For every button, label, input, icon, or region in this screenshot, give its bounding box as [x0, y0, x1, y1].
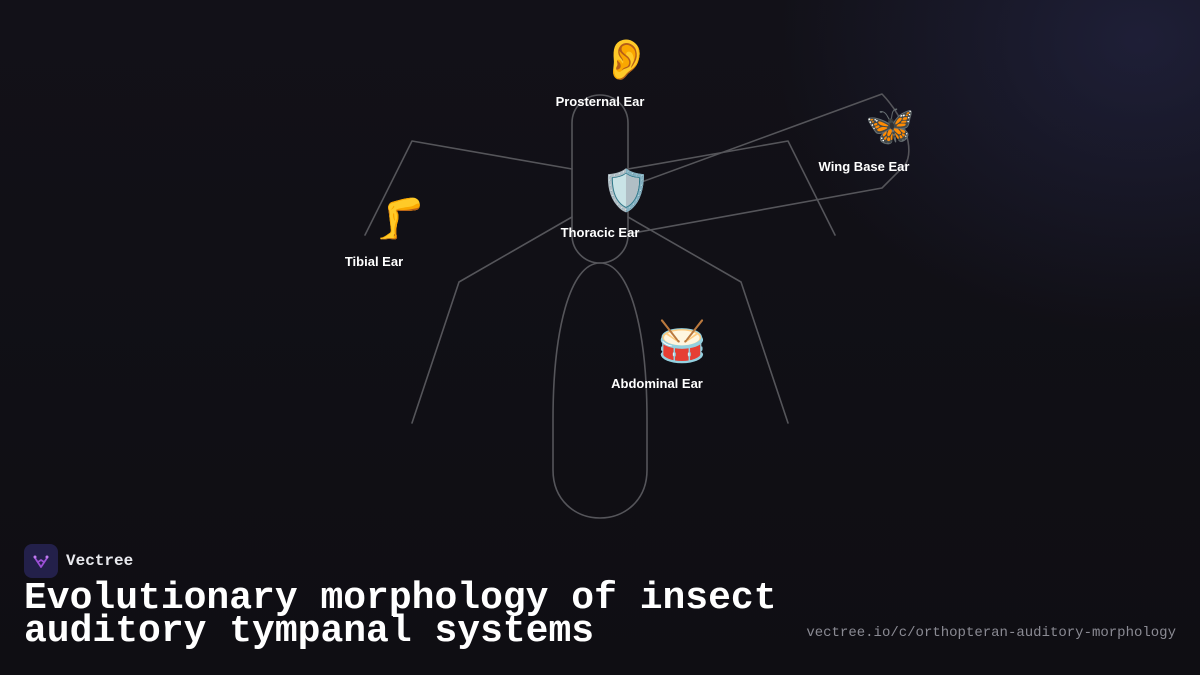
butterfly-icon: 🦋: [865, 103, 915, 149]
node-wing-base-ear: 🦋: [865, 104, 915, 148]
node-thoracic-ear: 🛡️: [601, 169, 651, 213]
insect-abdomen-outline: [552, 262, 648, 519]
page-url[interactable]: vectree.io/c/orthopteran-auditory-morpho…: [806, 625, 1176, 641]
node-thoracic-ear-label-wrap: Thoracic Ear: [561, 219, 640, 240]
node-tibial-ear: 🦵: [375, 197, 425, 241]
node-prosternal-ear-label-wrap: Prosternal Ear: [556, 88, 645, 109]
node-tibial-ear-label-wrap: Tibial Ear: [345, 248, 403, 269]
leg-icon: 🦵: [375, 196, 425, 242]
brand-name: Vectree: [66, 552, 134, 570]
node-label-thoracic-ear: Thoracic Ear: [560, 225, 640, 240]
insect-left-front-leg: [364, 140, 573, 236]
insect-left-hind-leg: [411, 216, 573, 424]
insect-wing-outline: [627, 93, 910, 235]
vectree-logo-icon: [24, 544, 58, 578]
node-wing-base-ear-label-wrap: Wing Base Ear: [819, 153, 910, 174]
node-abdominal-ear: 🥁: [657, 320, 707, 364]
ear-icon: 👂: [601, 37, 651, 83]
brand: Vectree: [24, 544, 133, 578]
insect-right-hind-leg: [627, 216, 789, 424]
node-abdominal-ear-label-wrap: Abdominal Ear: [611, 370, 703, 391]
page-title: Evolutionary morphology of insect audito…: [24, 577, 777, 653]
node-label-tibial-ear: Tibial Ear: [344, 254, 404, 269]
insect-right-front-leg: [627, 140, 836, 236]
node-label-abdominal-ear: Abdominal Ear: [611, 376, 703, 391]
node-prosternal-ear: 👂: [601, 38, 651, 82]
node-label-wing-base-ear: Wing Base Ear: [818, 159, 910, 174]
drum-icon: 🥁: [657, 319, 707, 365]
shield-icon: 🛡️: [601, 168, 651, 214]
node-label-prosternal-ear: Prosternal Ear: [555, 94, 645, 109]
